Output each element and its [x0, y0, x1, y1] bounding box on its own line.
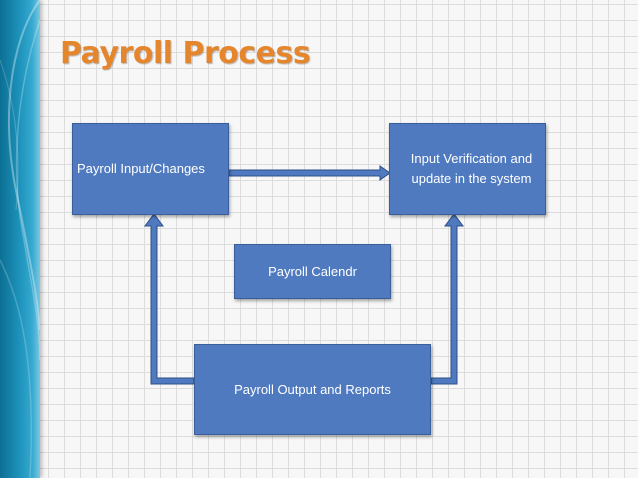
arrow-input-to-verification: [228, 165, 391, 181]
node-input-verification: Input Verification and update in the sys…: [389, 123, 546, 215]
node-label: Payroll Input/Changes: [77, 161, 205, 176]
node-label-line-1: Input Verification and: [410, 151, 533, 166]
node-payroll-input-changes: Payroll Input/Changes: [72, 123, 229, 215]
swirl-decoration: [0, 0, 40, 478]
slide-title: Payroll Process: [60, 36, 311, 71]
node-label: Input Verification and update in the sys…: [389, 149, 547, 189]
node-label: Payroll Calendr: [268, 263, 357, 279]
node-label-line-2: update in the system: [411, 171, 532, 186]
arrow-output-to-verification: [430, 213, 464, 385]
node-payroll-output-reports: Payroll Output and Reports: [194, 344, 431, 435]
decorative-sidebar: [0, 0, 40, 478]
node-label: Payroll Output and Reports: [234, 381, 391, 397]
arrow-output-to-input: [144, 213, 195, 385]
node-payroll-calendar: Payroll Calendr: [234, 244, 391, 299]
